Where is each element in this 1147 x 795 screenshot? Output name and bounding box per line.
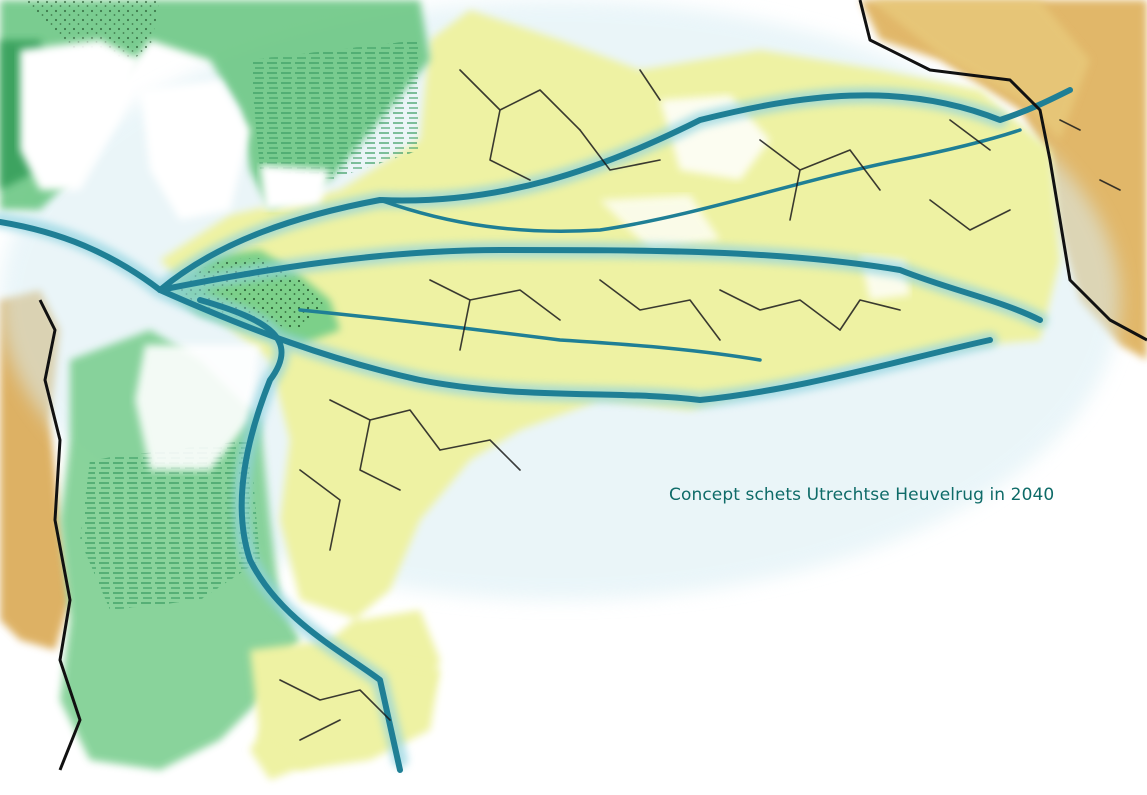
river-middle-branch [157,247,1043,323]
river-system [0,87,1073,773]
ridge-boundary [858,0,1147,342]
forest-north-hatch [250,40,420,180]
west-boundary [38,299,82,771]
river-west-inflow [0,219,163,293]
river-south-branch [157,287,993,403]
meadow-clearing-center [600,195,720,250]
map-caption: Concept schets Utrechtse Heuvelrug in 20… [669,485,1055,505]
river-minor-channel [378,128,1022,233]
forest-clearing-2 [140,80,250,220]
river-southern-channel [197,297,403,773]
river-north-branch [157,87,1073,293]
river-lower-minor [298,308,762,362]
forest-clearing [20,40,140,190]
forest-clearing-3 [260,165,330,210]
parcel-ink-lines [279,69,1121,741]
forest-southwest-hatch [80,440,260,610]
forest-southwest-clearing [135,345,260,470]
